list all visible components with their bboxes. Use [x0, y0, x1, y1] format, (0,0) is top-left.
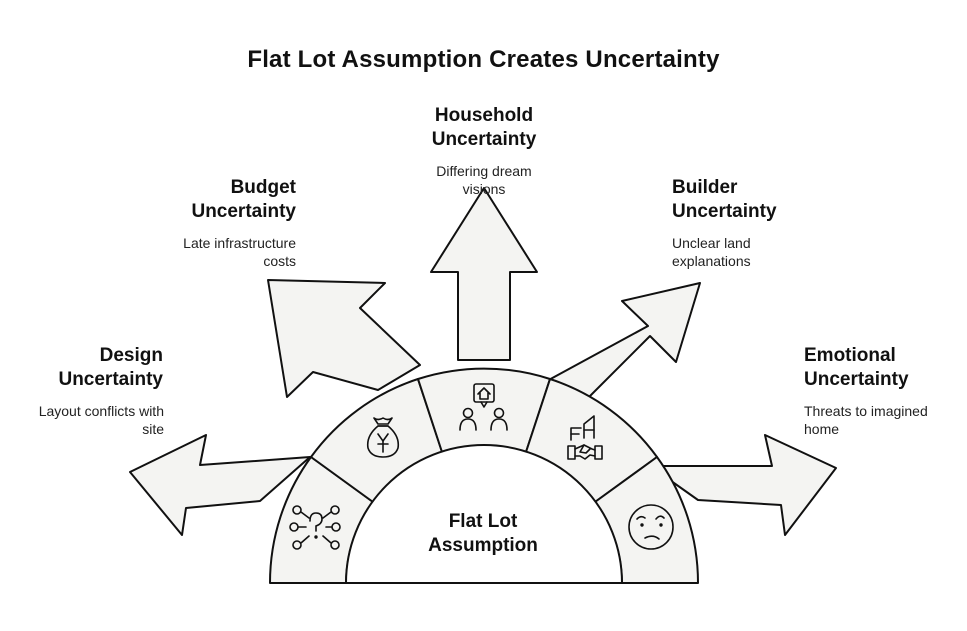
arrow-builder: [544, 282, 701, 401]
emotional-description: Threats to imagined home: [804, 402, 959, 438]
emotional-heading-line1: Emotional: [804, 345, 896, 366]
emotional-heading: Emotional Uncertainty: [804, 344, 954, 392]
household-heading: Household Uncertainty: [384, 104, 584, 152]
design-heading-line2: Uncertainty: [58, 369, 163, 390]
confused-face-icon: [628, 504, 674, 550]
budget-description: Late infrastructure costs: [140, 234, 296, 270]
household-description-line2: visions: [462, 181, 506, 197]
arrow-emotional: [649, 434, 837, 536]
design-heading: Design Uncertainty: [20, 344, 163, 392]
builder-description-line1: Unclear land: [672, 235, 751, 251]
center-label-line2: Assumption: [428, 535, 538, 556]
diagram-title: Flat Lot Assumption Creates Uncertainty: [247, 46, 720, 73]
arrow-household: [430, 187, 538, 361]
emotional-heading-line2: Uncertainty: [804, 369, 909, 390]
budget-heading-line2: Uncertainty: [191, 201, 296, 222]
handshake-icon: [567, 415, 603, 460]
budget-heading: Budget Uncertainty: [150, 176, 296, 224]
household-description: Differing dream visions: [384, 162, 584, 198]
people-home-icon: [459, 383, 508, 431]
design-heading-line1: Design: [99, 345, 163, 366]
budget-heading-line1: Budget: [230, 177, 296, 198]
household-description-line1: Differing dream: [436, 163, 532, 179]
builder-heading: Builder Uncertainty: [672, 176, 832, 224]
emotional-description-line1: Threats to imagined: [804, 403, 928, 419]
money-bag-icon: [366, 417, 400, 458]
builder-heading-line1: Builder: [672, 177, 738, 198]
builder-description-line2: explanations: [672, 253, 751, 269]
household-heading-line1: Household: [434, 105, 534, 126]
design-description-line1: Layout conflicts with: [38, 403, 164, 419]
builder-heading-line2: Uncertainty: [672, 201, 777, 222]
arrow-design: [129, 434, 311, 536]
center-label: Flat Lot Assumption: [383, 510, 583, 558]
budget-description-line1: Late infrastructure: [183, 235, 296, 251]
center-half-disc: [345, 444, 623, 584]
emotional-description-line2: home: [804, 421, 840, 437]
question-network-icon: [289, 505, 341, 550]
budget-description-line2: costs: [263, 253, 296, 269]
household-heading-line2: Uncertainty: [431, 129, 537, 150]
design-description-line2: site: [142, 421, 164, 437]
builder-description: Unclear land explanations: [672, 234, 832, 270]
center-label-line1: Flat Lot: [448, 511, 518, 532]
design-description: Layout conflicts with site: [10, 402, 164, 438]
arrow-budget: [267, 279, 421, 398]
